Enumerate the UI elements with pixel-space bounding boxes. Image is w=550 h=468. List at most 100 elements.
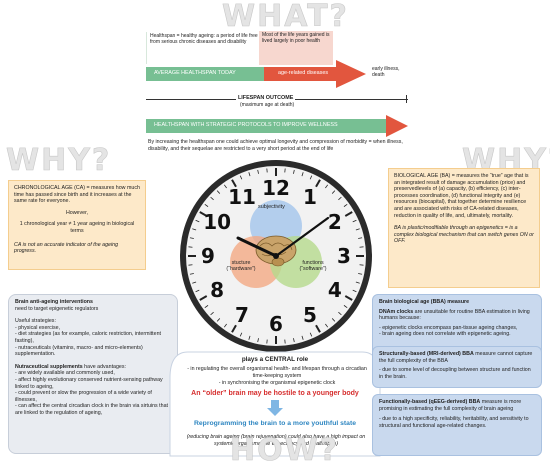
clock-tick — [309, 332, 313, 337]
qeeg-title: Functionally-based (qEEG-derived) BBA — [379, 399, 481, 405]
clock-tick — [352, 289, 357, 293]
minute-hand — [274, 216, 330, 258]
clock-tick — [199, 295, 208, 301]
clock-number: 9 — [201, 244, 215, 268]
clock-tick — [344, 211, 353, 217]
clock-tick — [315, 324, 321, 333]
clock-number: 7 — [235, 303, 249, 327]
clock-tick — [189, 237, 194, 239]
clock-tick — [343, 203, 348, 207]
clock-tick — [199, 211, 208, 217]
lifespan-outcome-title: LIFESPAN OUTCOME — [236, 95, 296, 101]
average-healthspan-label: AVERAGE HEALTHSPAN TODAY — [154, 70, 236, 76]
clock-number: 10 — [203, 210, 231, 234]
advantage-item: - can affect the central circadian clock… — [15, 403, 168, 416]
clock-tick — [338, 311, 342, 316]
down-arrow-icon — [267, 400, 283, 416]
clock-tick — [192, 228, 197, 231]
clock-tick — [344, 295, 353, 301]
older-brain-statement: An “older” brain may be hostile to a you… — [191, 390, 359, 397]
useful-strategies-label: Useful strategies: — [15, 318, 56, 325]
clock-tick — [301, 335, 304, 340]
why-left-heading: WHY? — [6, 143, 112, 178]
improved-healthspan-arrow: HEALTHSPAN WITH STRATEGIC PROTOCOLS TO I… — [146, 115, 408, 137]
age-related-diseases-label: age-related diseases — [278, 70, 329, 76]
clock-tick — [189, 273, 194, 275]
functions-label: functions (“software”) — [299, 260, 327, 273]
years-gained-box: Most of the life years gained is lived l… — [259, 31, 333, 65]
clock-tick — [239, 332, 243, 337]
clock-number: 3 — [337, 244, 351, 268]
mri-heading: Structurally-based (MRI-derived) BBA mea… — [379, 351, 535, 364]
clock-tick — [293, 338, 295, 343]
chronological-age-box: CHRONOLOGICAL AGE (CA) = measures how mu… — [8, 180, 146, 270]
clock-ticks — [188, 168, 364, 344]
clock-tick — [223, 323, 227, 328]
one-year-label: 1 chronological year ≠ 1 year ageing in … — [19, 221, 135, 234]
bba-title: Brain biological age (BBA) measure — [379, 299, 470, 305]
ca-definition: CHRONOLOGICAL AGE (CA) = measures how mu… — [14, 185, 140, 205]
subjectivity-label: subjectivity — [258, 204, 285, 210]
reprogramming-statement: Reprogramming the brain to a more youthf… — [193, 420, 356, 427]
clock-tick — [325, 184, 329, 189]
clock-tick — [239, 175, 243, 180]
central-role-label: plays a CENTRAL role — [241, 356, 309, 363]
how-center-panel: plays a CENTRAL role - in regulating the… — [168, 348, 382, 464]
advantages-list: - are widely available and commonly used… — [15, 370, 171, 416]
ca-not-accurate: CA is not an accurate indicator of the a… — [14, 241, 119, 255]
qeeg-heading: Functionally-based (qEEG-derived) BBA me… — [379, 399, 535, 412]
clock-tick — [257, 169, 259, 174]
clock-tick — [352, 219, 357, 223]
clock-tick — [231, 179, 237, 188]
clock-number: 6 — [269, 312, 283, 336]
clock-tick — [355, 281, 360, 284]
hour-hand — [236, 236, 278, 258]
clock-number: 4 — [328, 278, 342, 302]
clock-tick — [338, 196, 342, 201]
clock-tick — [216, 190, 221, 194]
advantage-item: - could prevent or slow the progression … — [15, 390, 152, 403]
clock-tick — [331, 190, 336, 194]
clock-tick — [223, 184, 227, 189]
advantage-item: - are widely available and commonly used… — [15, 370, 115, 377]
mri-point: - due to some level of decoupling betwee… — [379, 367, 531, 380]
clock-tick — [309, 175, 313, 180]
clock-tick — [231, 324, 237, 333]
brain-icon — [255, 235, 297, 267]
dnam-heading: DNAm clocks are unsuitable for routine B… — [379, 309, 535, 322]
qeeg-rest: measure is more promising in estimating … — [379, 399, 522, 412]
supplements-rest: have advantages: — [82, 363, 126, 370]
clock-tick — [248, 172, 251, 177]
structure-label: stucture (“hardware”) — [226, 260, 256, 273]
mri-rest: measure cannot capture the full complexi… — [379, 351, 533, 364]
clock-tick — [301, 172, 304, 177]
clock-tick — [210, 196, 214, 201]
clock-tick — [343, 305, 348, 309]
strategy-item: - nutraceuticals (vitamins, macro- and m… — [15, 344, 143, 358]
bba-measure-box: Brain biological age (BBA) measure DNAm … — [372, 294, 542, 356]
improved-arrow-shape — [146, 115, 408, 137]
clock-tick — [358, 273, 363, 275]
role-regulating: - in regulating the overall organismal h… — [187, 366, 367, 379]
healthspan-arrow-shape — [146, 60, 366, 88]
mri-title: Structurally-based (MRI-derived) BBA — [379, 351, 474, 357]
qeeg-bba-box: Functionally-based (qEEG-derived) BBA me… — [372, 394, 542, 456]
clock-tick — [248, 335, 251, 340]
clock-number: 12 — [262, 176, 290, 200]
dnam-title: DNAm clocks — [379, 308, 414, 315]
strategies-list: - physical exercise, - diet strategies (… — [15, 325, 171, 358]
clock-number: 8 — [210, 278, 224, 302]
improved-healthspan-label: HEALTHSPAN WITH STRATEGIC PROTOCOLS TO I… — [154, 122, 338, 128]
clock-tick — [355, 228, 360, 231]
clock-number: 5 — [303, 303, 317, 327]
biological-age-box: BIOLOGICAL AGE (BA) = measures the “true… — [388, 168, 540, 288]
healthspan-definition: Healthspan = healthy ageing: a period of… — [146, 32, 263, 64]
clock-tick — [204, 203, 209, 207]
how-heading: HOW? — [230, 433, 340, 468]
clock-tick — [210, 311, 214, 316]
ba-definition: BIOLOGICAL AGE (BA) = measures the “true… — [394, 173, 529, 219]
interventions-subtitle: need to target epigenetic regulators — [15, 305, 99, 312]
early-illness-label: early illness, death — [372, 66, 400, 79]
